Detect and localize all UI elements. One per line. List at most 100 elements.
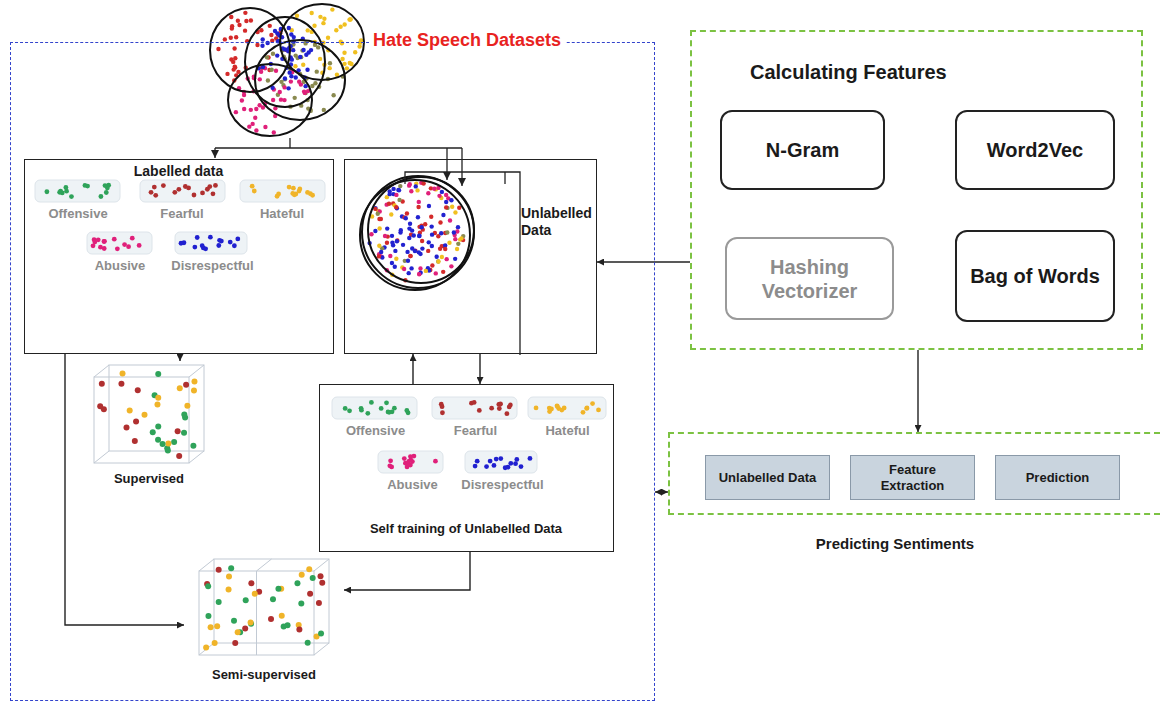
circle-shape <box>452 230 456 234</box>
circle-shape <box>249 108 253 112</box>
circle-shape <box>282 98 286 102</box>
circle-shape <box>331 93 335 97</box>
circle-shape <box>293 64 297 68</box>
circle-shape <box>497 406 502 411</box>
circle-shape <box>441 270 445 274</box>
circle-shape <box>235 237 240 242</box>
circle-shape <box>369 232 373 236</box>
circle-shape <box>475 459 480 464</box>
data-panel: OffensiveFearfulHatefulAbusiveDisrespect… <box>319 384 614 552</box>
circle-shape <box>176 453 182 459</box>
circle-shape <box>330 7 334 11</box>
circle-shape <box>596 408 601 413</box>
box-label: Supervised <box>79 471 219 487</box>
circle-shape <box>319 580 325 586</box>
circle-shape <box>285 622 291 628</box>
line-shape <box>94 365 109 377</box>
rect-shape <box>175 232 247 254</box>
circle-shape <box>236 19 240 23</box>
circle-shape <box>259 28 263 32</box>
path-shape <box>504 172 505 184</box>
circle-shape <box>291 186 296 191</box>
circle-shape <box>304 53 308 57</box>
circle-shape <box>347 17 351 21</box>
circle-shape <box>349 62 353 66</box>
circle-shape <box>412 233 416 237</box>
circle-shape <box>271 52 275 56</box>
circle-shape <box>165 441 171 447</box>
circle-shape <box>409 266 413 270</box>
circle-shape <box>283 76 287 80</box>
circle-shape <box>97 403 103 409</box>
cube-illustration <box>79 361 219 466</box>
circle-shape <box>404 408 409 413</box>
circle-shape <box>165 448 171 454</box>
flow-arrow <box>479 354 480 384</box>
circle-shape <box>436 259 440 263</box>
circle-shape <box>357 44 361 48</box>
box-label: Word2Vec <box>987 138 1083 162</box>
feature-panel: N-GramWord2VecHashing VectorizerBag of W… <box>690 30 1143 350</box>
circle-shape <box>353 50 357 54</box>
circle-shape <box>266 78 270 82</box>
rect-shape <box>432 397 517 419</box>
g-shape <box>94 365 204 463</box>
circle-shape <box>396 188 400 192</box>
circle-shape <box>443 247 447 251</box>
circle-shape <box>309 11 313 15</box>
circle-shape <box>289 79 293 83</box>
circle-shape <box>395 239 399 243</box>
circle-shape <box>318 573 324 579</box>
circle-shape <box>223 37 227 41</box>
circle-shape <box>182 240 187 245</box>
circle-shape <box>234 110 238 114</box>
circle-shape <box>269 68 273 72</box>
g-shape <box>215 138 520 355</box>
circle-shape <box>191 378 197 384</box>
ellipse-shape <box>245 17 325 107</box>
circle-shape <box>172 190 177 195</box>
circle-shape <box>237 23 241 27</box>
circle-shape <box>408 454 413 459</box>
circle-shape <box>417 234 421 238</box>
circle-shape <box>137 243 142 248</box>
circle-shape <box>287 70 291 74</box>
circle-shape <box>118 381 124 387</box>
circle-shape <box>360 180 470 290</box>
circle-shape <box>305 640 311 646</box>
circle-shape <box>391 187 395 191</box>
step-box: Feature Extraction <box>850 455 975 500</box>
circle-shape <box>226 573 232 579</box>
circle-shape <box>195 235 200 240</box>
circle-shape <box>216 599 222 605</box>
circle-shape <box>149 190 154 195</box>
circle-shape <box>459 236 463 240</box>
path-shape <box>214 148 215 158</box>
circle-shape <box>430 263 434 267</box>
model-cube: Semi-supervised <box>184 557 344 693</box>
box-label: Unlabelled Data <box>719 470 817 486</box>
panel-heading: Self training of Unlabelled Data <box>320 521 612 537</box>
circle-shape <box>342 22 346 26</box>
flow-arrow <box>655 491 668 492</box>
circle-shape <box>299 572 305 578</box>
circle-shape <box>318 630 324 636</box>
circle-shape <box>555 403 560 408</box>
circle-shape <box>397 198 401 202</box>
circle-shape <box>449 198 453 202</box>
box-label: Unlabelled Data <box>521 205 596 239</box>
g-shape <box>199 559 329 655</box>
circle-shape <box>184 403 190 409</box>
circle-shape <box>133 418 139 424</box>
circle-shape <box>260 44 264 48</box>
circle-shape <box>477 408 482 413</box>
circle-shape <box>390 234 394 238</box>
box-label: Bag of Words <box>970 264 1100 288</box>
circle-shape <box>508 461 513 466</box>
circle-shape <box>409 189 413 193</box>
circle-shape <box>369 400 374 405</box>
circle-shape <box>549 407 554 412</box>
class-label: Disrespectful <box>165 258 260 274</box>
